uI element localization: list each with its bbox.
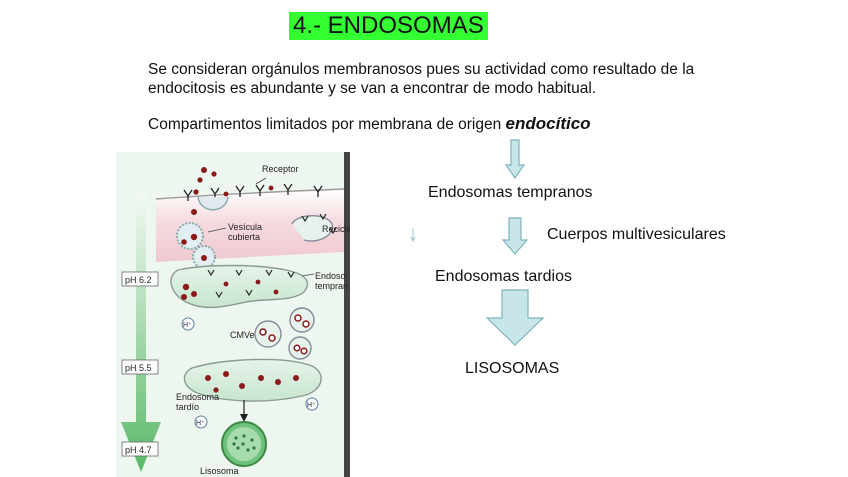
compartments-line: Compartimentos limitados por membrana de…	[148, 114, 591, 134]
label-late-endosome-2: tardío	[176, 402, 199, 412]
compartments-emphasis: endocítico	[505, 114, 591, 133]
flow-lysosomes: LISOSOMAS	[465, 360, 560, 377]
flow-multivesicular: Cuerpos multivesiculares	[547, 226, 726, 243]
flow-early-endosomes: Endosomas tempranos	[428, 184, 593, 201]
flow-arrow-1	[504, 139, 526, 180]
label-early-endosome-1: Endoso	[315, 271, 346, 281]
compartments-text: Compartimentos limitados por membrana de…	[148, 116, 502, 133]
label-hplus-1: H⁺	[183, 322, 192, 329]
label-vesicle-1: Vesícula	[228, 222, 262, 232]
label-receptor: Receptor	[262, 164, 299, 174]
label-ph-1: pH 6.2	[125, 275, 152, 285]
label-ph-3: pH 4.7	[125, 445, 152, 455]
endosome-figure: Receptor Vesícula cubierta Recicla	[116, 152, 350, 477]
flow-arrow-2	[501, 217, 529, 255]
label-ph-2: pH 5.5	[125, 363, 152, 373]
label-early-endosome-2: tempran	[315, 281, 348, 291]
slide-title: 4.- ENDOSOMAS	[289, 12, 488, 40]
label-hplus-2: H⁺	[307, 402, 316, 409]
label-hplus-3: H⁺	[196, 420, 205, 427]
label-lysosome: Lisosoma	[200, 466, 239, 476]
flow-late-endosomes: Endosomas tardios	[435, 268, 572, 285]
label-cmve: CMVe	[230, 330, 255, 340]
label-vesicle-2: cubierta	[228, 232, 260, 242]
flow-arrow-3	[485, 289, 545, 346]
label-late-endosome-1: Endosoma	[176, 392, 219, 402]
intro-paragraph: Se consideran orgánulos membranosos pues…	[148, 61, 695, 97]
label-recycling: Recicla	[322, 224, 350, 234]
